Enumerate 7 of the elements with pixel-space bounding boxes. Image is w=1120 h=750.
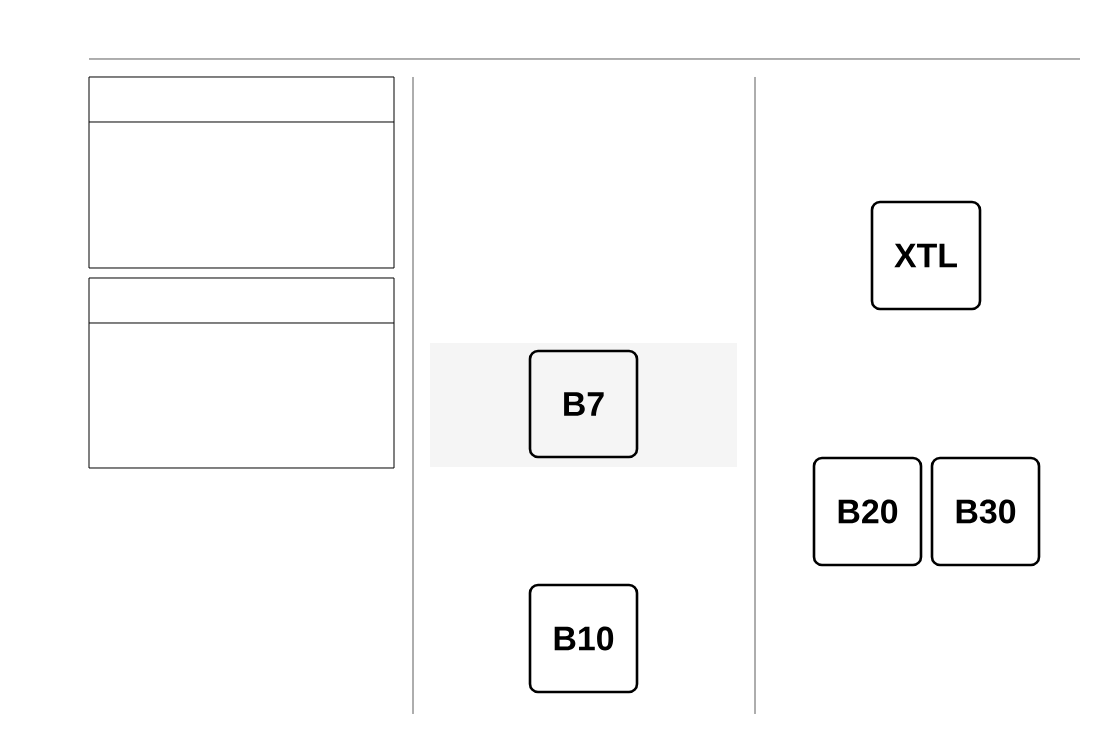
label-box: B20 — [812, 456, 923, 567]
label-box: B30 — [930, 456, 1041, 567]
empty-table — [88, 277, 395, 469]
label-box: XTL — [870, 200, 982, 311]
label-box: B7 — [528, 349, 639, 459]
label-box: B10 — [528, 583, 639, 694]
empty-table — [88, 76, 395, 269]
